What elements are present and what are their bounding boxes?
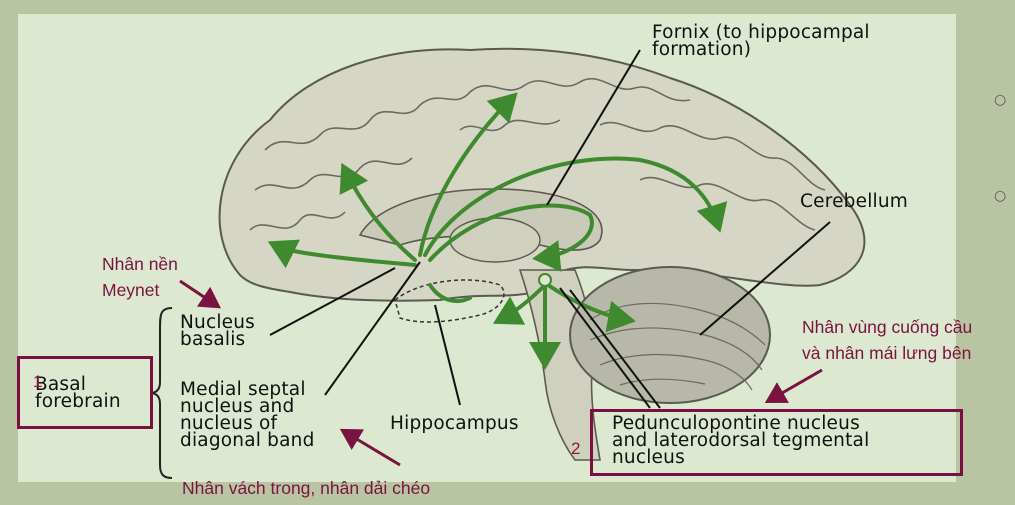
thalamus	[449, 217, 541, 263]
annotation-arrows	[179, 279, 823, 467]
label-fornix: Fornix (to hippocampal formation)	[652, 22, 870, 60]
label-cerebellum: Cerebellum	[800, 191, 909, 212]
bullet-1: ○	[994, 92, 1007, 108]
label-hippocampus: Hippocampus	[390, 413, 519, 434]
basal-forebrain-box	[17, 356, 153, 429]
leader-lines	[269, 49, 831, 409]
annotation-meynet: Nhân nền Meynet	[102, 254, 178, 300]
label-basal-forebrain: Basal forebrain	[35, 374, 121, 412]
label-medial-septal: Medial septal nucleus and nucleus of dia…	[180, 379, 315, 451]
label-pedunculopontine: Pedunculopontine nucleus and laterodorsa…	[612, 413, 870, 468]
bullet-2: ○	[994, 188, 1007, 204]
pedunculopontine-box	[590, 409, 963, 476]
projection-arrows	[267, 92, 728, 370]
cerebrum-outline	[218, 47, 866, 302]
label-nucleus-basalis: Nucleus basalis	[180, 312, 256, 350]
annotation-pedunculo-vn: Nhân vùng cuống cầu và nhân mái lưng bên	[802, 317, 973, 363]
basal-forebrain-bracket	[149, 307, 173, 479]
cerebellum-shape	[569, 266, 771, 404]
annotation-septal-vn: Nhân vách trong, nhân dải chéo	[182, 478, 431, 498]
number-1: 1	[33, 372, 43, 391]
number-2: 2	[571, 439, 581, 458]
gyri-pattern	[249, 77, 826, 231]
